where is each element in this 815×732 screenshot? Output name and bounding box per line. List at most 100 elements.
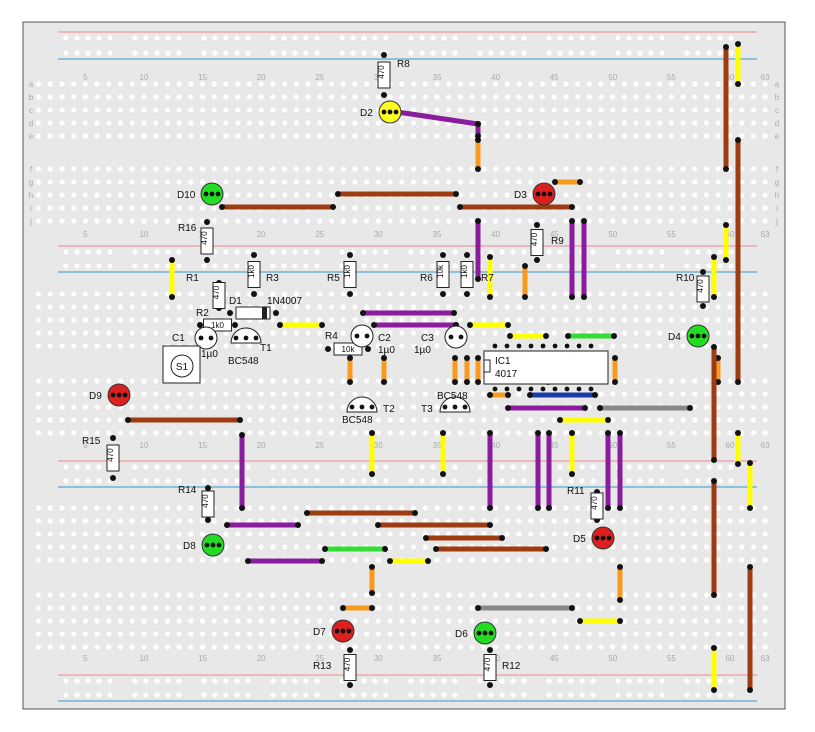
rail-hole <box>546 35 552 41</box>
rail-hole <box>223 464 229 470</box>
breadboard-hole <box>106 505 112 511</box>
breadboard-hole <box>575 557 581 563</box>
column-number: 5 <box>83 441 88 450</box>
breadboard-hole <box>35 592 42 598</box>
breadboard-hole <box>352 417 358 423</box>
breadboard-hole <box>188 544 194 550</box>
breadboard-hole <box>94 557 100 563</box>
transistor-pin <box>359 404 365 410</box>
breadboard-hole <box>352 378 358 384</box>
breadboard-hole <box>258 404 264 410</box>
breadboard-hole <box>117 192 124 198</box>
rail-hole <box>107 35 113 41</box>
rail-hole <box>568 692 574 698</box>
rail-hole <box>441 35 447 41</box>
breadboard-hole <box>551 644 557 650</box>
breadboard-hole <box>469 505 475 511</box>
breadboard-hole <box>153 531 159 537</box>
breadboard-hole <box>235 179 241 185</box>
breadboard-hole <box>422 291 428 297</box>
wire-end <box>522 294 528 300</box>
breadboard-hole <box>340 378 346 384</box>
breadboard-hole <box>410 430 417 436</box>
transistor-body <box>346 396 378 413</box>
breadboard-hole <box>35 631 42 637</box>
breadboard-hole <box>668 179 674 185</box>
rail-hole <box>728 263 734 269</box>
rail-hole <box>684 50 690 56</box>
breadboard-hole <box>633 81 639 87</box>
breadboard-hole <box>35 391 42 397</box>
rail-hole <box>63 464 69 470</box>
breadboard-hole <box>59 618 65 624</box>
column-number: 30 <box>374 654 383 663</box>
rail-hole <box>706 249 712 255</box>
breadboard-hole <box>106 618 112 624</box>
breadboard-hole <box>153 81 159 87</box>
breadboard-hole <box>235 618 241 624</box>
breadboard-hole <box>727 94 733 100</box>
breadboard-hole <box>293 605 299 611</box>
breadboard-hole <box>47 557 53 563</box>
breadboard-hole <box>516 107 522 113</box>
breadboard-hole <box>703 404 710 410</box>
column-number: 35 <box>433 73 442 82</box>
breadboard-hole <box>563 644 569 650</box>
breadboard-hole <box>153 94 159 100</box>
breadboard-hole <box>270 391 276 397</box>
breadboard-hole <box>82 218 88 224</box>
column-number: 5 <box>83 73 88 82</box>
breadboard-hole <box>258 631 264 637</box>
led-label: D10 <box>177 190 196 201</box>
breadboard-hole <box>153 544 159 550</box>
breadboard-hole <box>176 605 182 611</box>
breadboard-hole <box>387 518 393 524</box>
breadboard-hole <box>293 94 299 100</box>
breadboard-hole <box>692 166 698 172</box>
breadboard-hole <box>727 518 733 524</box>
rail-hole <box>637 464 643 470</box>
rail-hole <box>292 50 298 56</box>
rail-hole <box>201 464 207 470</box>
breadboard-hole <box>434 107 440 113</box>
breadboard-hole <box>328 81 335 87</box>
led-pin <box>381 109 387 115</box>
breadboard-hole <box>434 404 440 410</box>
rail-hole <box>499 464 505 470</box>
rail-hole <box>212 50 218 56</box>
rail-hole <box>637 35 643 41</box>
breadboard-hole <box>703 378 710 384</box>
rail-hole <box>568 35 574 41</box>
breadboard-hole <box>739 417 745 423</box>
breadboard-hole <box>563 81 569 87</box>
capacitor-label: C2 <box>378 333 391 344</box>
led-pin <box>476 630 482 636</box>
breadboard-hole <box>680 378 686 384</box>
rail-hole <box>212 464 218 470</box>
breadboard-hole <box>223 343 229 349</box>
rail-hole <box>107 50 113 56</box>
breadboard-hole <box>352 592 358 598</box>
breadboard-hole <box>364 531 370 537</box>
breadboard-hole <box>680 531 686 537</box>
breadboard-hole <box>645 218 651 224</box>
breadboard-hole <box>739 592 745 598</box>
resistor-lead <box>487 682 493 688</box>
breadboard-hole <box>469 605 475 611</box>
breadboard-hole <box>340 94 346 100</box>
breadboard-hole <box>481 304 487 310</box>
led-label: D3 <box>514 190 527 201</box>
wire-end <box>475 137 481 143</box>
breadboard-hole <box>715 404 721 410</box>
breadboard-hole <box>481 417 487 423</box>
breadboard-hole <box>141 192 147 198</box>
wire-end <box>723 257 729 263</box>
breadboard-hole <box>610 605 616 611</box>
breadboard-hole <box>47 404 53 410</box>
breadboard-hole <box>539 81 546 87</box>
rail-hole <box>154 50 160 56</box>
breadboard-hole <box>504 179 510 185</box>
breadboard-hole <box>598 133 604 139</box>
column-number: 50 <box>608 230 617 239</box>
rail-hole <box>706 478 712 484</box>
